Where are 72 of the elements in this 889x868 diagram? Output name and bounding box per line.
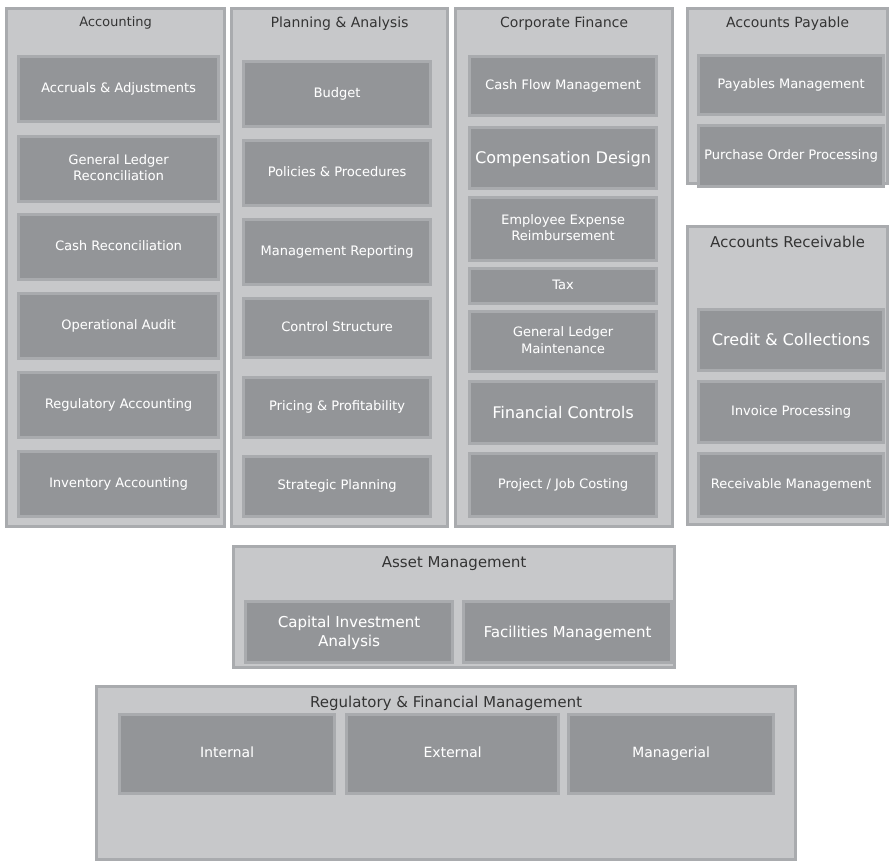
function-label: Tax [551, 278, 575, 294]
group-panel [95, 685, 797, 861]
function-box [17, 371, 220, 439]
function-label: Management Reporting [260, 244, 414, 260]
function-label: External [422, 745, 483, 763]
function-box [17, 135, 220, 203]
function-box [345, 713, 560, 795]
function-label: Inventory Accounting [48, 476, 189, 492]
group-panel [686, 225, 889, 526]
function-label: Accruals & Adjustments [40, 80, 197, 98]
function-label: Strategic Planning [276, 478, 398, 495]
group-title: Accounts Payable [725, 15, 850, 32]
function-label: Employee Expense Reimbursement [500, 212, 626, 246]
function-label: Internal [199, 745, 255, 763]
group-title: Planning & Analysis [270, 15, 410, 32]
function-box [118, 713, 336, 795]
function-box [242, 139, 432, 207]
function-box [697, 54, 885, 116]
function-box [697, 124, 885, 188]
function-box [242, 60, 432, 128]
function-box [468, 196, 658, 262]
function-label: General Ledger Maintenance [512, 325, 614, 358]
function-box [468, 267, 658, 305]
function-box [17, 292, 220, 360]
function-box [242, 376, 432, 439]
function-box [17, 55, 220, 123]
function-label: Invoice Processing [730, 404, 852, 420]
function-label: Credit & Collections [710, 330, 872, 350]
function-label: Purchase Order Processing [703, 148, 879, 164]
function-label: Project / Job Costing [496, 476, 630, 494]
function-label: Regulatory Accounting [44, 396, 194, 414]
function-label: General Ledger Reconciliation [67, 152, 170, 186]
function-box [242, 297, 432, 359]
function-box [242, 218, 432, 286]
function-box [697, 380, 885, 444]
function-label: Facilities Management [482, 622, 652, 642]
group-title: Accounts Receivable [709, 233, 866, 252]
function-label: Budget [312, 86, 362, 102]
group-title: Regulatory & Financial Management [309, 693, 583, 712]
group-panel [5, 7, 226, 528]
group-title: Accounting [78, 15, 153, 32]
group-panel [686, 7, 889, 185]
function-box [468, 126, 658, 190]
function-box [468, 55, 658, 117]
function-label: Compensation Design [474, 148, 652, 168]
function-label: Receivable Management [710, 476, 872, 494]
function-label: Operational Audit [60, 318, 177, 334]
function-label: Cash Reconciliation [54, 238, 183, 256]
function-box [697, 308, 885, 372]
group-title: Asset Management [380, 553, 528, 572]
function-box [567, 713, 775, 795]
function-box [17, 450, 220, 518]
function-label: Capital Investment Analysis [276, 613, 422, 651]
function-box [697, 452, 885, 518]
group-panel [454, 7, 674, 528]
group-title: Corporate Finance [499, 15, 629, 32]
function-box [244, 600, 454, 664]
function-label: Cash Flow Management [484, 78, 642, 94]
function-box [468, 452, 658, 518]
function-label: Payables Management [716, 76, 866, 94]
group-panel [230, 7, 449, 528]
function-box [242, 455, 432, 518]
function-label: Policies & Procedures [266, 164, 408, 182]
function-box [468, 380, 658, 445]
function-box [462, 600, 673, 664]
function-label: Pricing & Profitability [268, 399, 406, 416]
function-box [17, 213, 220, 281]
function-label: Managerial [631, 745, 711, 763]
function-label: Control Structure [280, 320, 394, 336]
group-panel [232, 545, 676, 669]
function-box [468, 310, 658, 373]
function-label: Financial Controls [491, 402, 635, 422]
